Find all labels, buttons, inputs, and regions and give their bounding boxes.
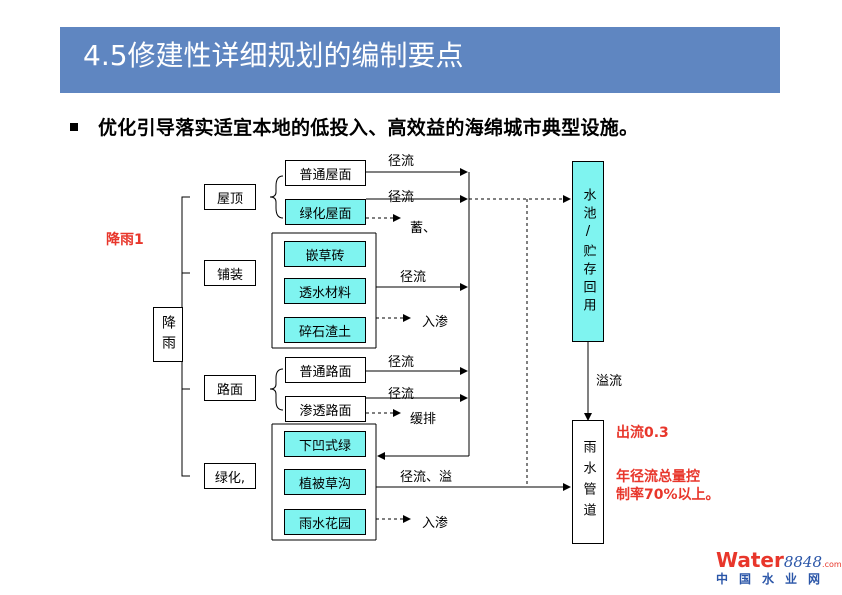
control-rate-note-line1: 年径流总量控 [616, 469, 700, 485]
paving-item-grass-brick: 嵌草砖 [284, 241, 366, 267]
paving-item-gravel: 碎石渣土 [284, 317, 366, 343]
storage-pool-box: 水池/贮存回用 [572, 161, 604, 342]
logo-chinese-name: 中国水业网 [716, 572, 832, 586]
bullet-marker [70, 123, 78, 131]
green-item-swale: 植被草沟 [284, 469, 366, 495]
water8848-logo: Water8848.com 中国水业网 [716, 548, 842, 587]
category-green: 绿化, [204, 463, 256, 489]
flow-label-road-permeable: 径流 [388, 387, 415, 402]
logo-brand-word: Water [716, 548, 784, 572]
roof-item-green: 绿化屋面 [285, 199, 366, 225]
flow-label-overflow: 溢流 [596, 374, 623, 389]
flow-label-roof-normal: 径流 [388, 154, 415, 169]
roof-item-normal: 普通屋面 [285, 160, 366, 186]
flow-label-infiltrate-paving: 入渗 [422, 315, 449, 330]
category-roof: 屋顶 [204, 184, 256, 210]
flow-label-roof-green: 径流 [388, 190, 415, 205]
rain-pipe-box: 雨水管道 [572, 420, 604, 544]
outflow-note: 出流0.3 [616, 425, 669, 441]
flow-label-road-normal: 径流 [388, 355, 415, 370]
flow-label-store: 蓄、 [410, 221, 437, 236]
flow-label-infiltrate-green: 入渗 [422, 516, 449, 531]
road-item-normal: 普通路面 [285, 357, 366, 383]
paving-item-permeable: 透水材料 [284, 278, 366, 304]
flow-label-paving: 径流 [400, 270, 427, 285]
control-rate-note-line2: 制率70%以上。 [616, 487, 720, 503]
green-item-sunken: 下凹式绿 [284, 431, 366, 457]
road-item-permeable: 渗透路面 [285, 396, 366, 422]
flow-label-green: 径流、溢 [400, 470, 453, 485]
category-road: 路面 [204, 375, 256, 401]
logo-brand-number: 8848 [783, 553, 823, 571]
logo-brand-com: .com [822, 560, 842, 569]
category-paving: 铺装 [204, 260, 256, 286]
page-title: 4.5修建性详细规划的编制要点 [83, 39, 464, 72]
bullet-text: 优化引导落实适宜本地的低投入、高效益的海绵城市典型设施。 [98, 117, 639, 139]
green-item-rain-garden: 雨水花园 [284, 509, 366, 535]
rainfall-source-box: 降雨 [153, 307, 183, 362]
flow-label-slow-discharge: 缓排 [410, 412, 437, 427]
rainfall-note: 降雨1 [106, 232, 144, 248]
title-bar [60, 27, 780, 93]
